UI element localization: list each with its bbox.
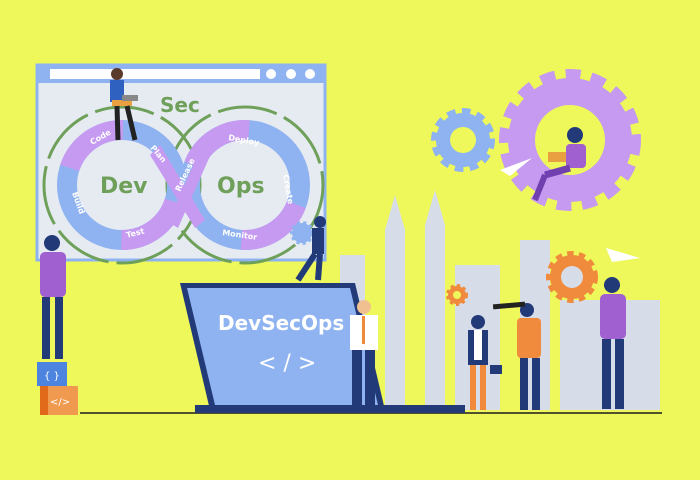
infinity-loop bbox=[42, 105, 325, 265]
braces-block bbox=[37, 362, 67, 386]
gear-icon bbox=[546, 251, 598, 303]
gear-icon bbox=[290, 221, 314, 245]
person-left bbox=[40, 235, 66, 359]
laptop bbox=[180, 283, 465, 413]
window-button bbox=[266, 69, 276, 79]
sec-label: Sec bbox=[160, 93, 200, 117]
person-sitting-gear bbox=[532, 127, 586, 202]
address-bar bbox=[50, 69, 260, 79]
person-laptop-top bbox=[110, 68, 138, 141]
person-right bbox=[600, 277, 626, 409]
gear-icon bbox=[446, 284, 468, 306]
window-button bbox=[305, 69, 315, 79]
paper-plane-icon bbox=[606, 248, 640, 262]
dev-label: Dev bbox=[100, 174, 148, 199]
laptop-title: DevSecOps bbox=[218, 311, 344, 335]
person-businessman bbox=[350, 300, 378, 406]
paper-plane-icon bbox=[500, 158, 532, 176]
person-woman bbox=[468, 315, 502, 410]
person-gear-carrier bbox=[295, 216, 326, 282]
gear-icon bbox=[431, 108, 495, 172]
ops-label: Ops bbox=[217, 174, 265, 199]
tag-label: </> bbox=[50, 397, 70, 408]
window-button bbox=[286, 69, 296, 79]
person-telescope bbox=[492, 301, 541, 410]
code-symbol: < / > bbox=[258, 351, 316, 376]
braces-label: { } bbox=[44, 371, 60, 382]
